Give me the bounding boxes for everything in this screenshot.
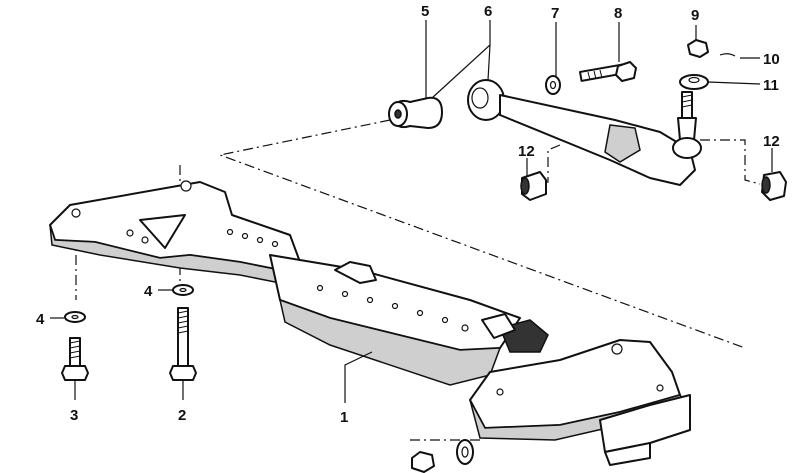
callout-11: 11: [763, 77, 779, 94]
callout-4-center: 4: [144, 283, 153, 300]
callout-8: 8: [614, 5, 622, 22]
carrier-holes: [71, 180, 664, 396]
callout-1: 1: [340, 409, 348, 426]
callout-labels: 1 2 3 4 4 5 6 7 8 9 10 11 12 12: [36, 3, 780, 426]
bottom-nut-and-washer: [411, 439, 474, 473]
callout-4-left: 4: [36, 311, 45, 328]
callout-5: 5: [421, 3, 429, 20]
callout-2: 2: [178, 407, 186, 424]
callout-3: 3: [70, 407, 78, 424]
leader-lines: [50, 20, 773, 403]
callout-12-right: 12: [763, 133, 780, 150]
callout-7: 7: [551, 5, 559, 22]
mounting-bolt-center: [169, 284, 197, 381]
control-arm-assembly: [388, 39, 787, 201]
mounting-bolt-left: [61, 311, 89, 381]
callout-12-left: 12: [518, 143, 535, 160]
callout-9: 9: [691, 7, 699, 24]
callout-6: 6: [484, 3, 492, 20]
callout-10: 10: [763, 51, 780, 68]
axle-carrier: [49, 180, 692, 466]
